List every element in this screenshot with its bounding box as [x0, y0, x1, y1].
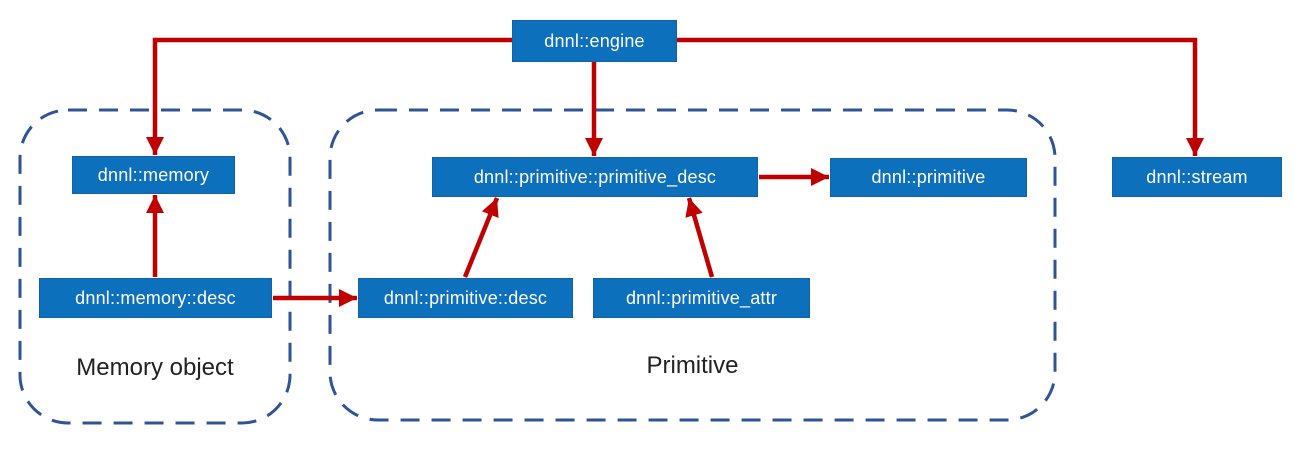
node-dnnl-engine: dnnl::engine: [512, 20, 677, 62]
node-dnnl-primitive-desc: dnnl::primitive::desc: [358, 278, 573, 318]
memory-object-group-border: [18, 108, 292, 425]
node-dnnl-memory-desc: dnnl::memory::desc: [39, 278, 272, 318]
node-dnnl-memory: dnnl::memory: [72, 156, 235, 194]
node-dnnl-primitive-primitive-desc: dnnl::primitive::primitive_desc: [432, 157, 758, 197]
edge-primitive-desc-to-primitive-primitive-desc: [462, 197, 500, 278]
edge-engine-to-stream: [677, 37, 1204, 156]
edge-engine-to-memory: [146, 37, 512, 155]
primitive-group-label: Primitive: [646, 352, 739, 379]
node-dnnl-stream: dnnl::stream: [1112, 157, 1282, 197]
edge-primitive-attr-to-primitive-primitive-desc: [685, 197, 715, 278]
memory-object-group-label: Memory object: [76, 354, 234, 381]
node-dnnl-primitive: dnnl::primitive: [830, 158, 1027, 197]
primitive-group-border: [328, 108, 1057, 422]
node-dnnl-primitive-attr: dnnl::primitive_attr: [593, 278, 810, 318]
